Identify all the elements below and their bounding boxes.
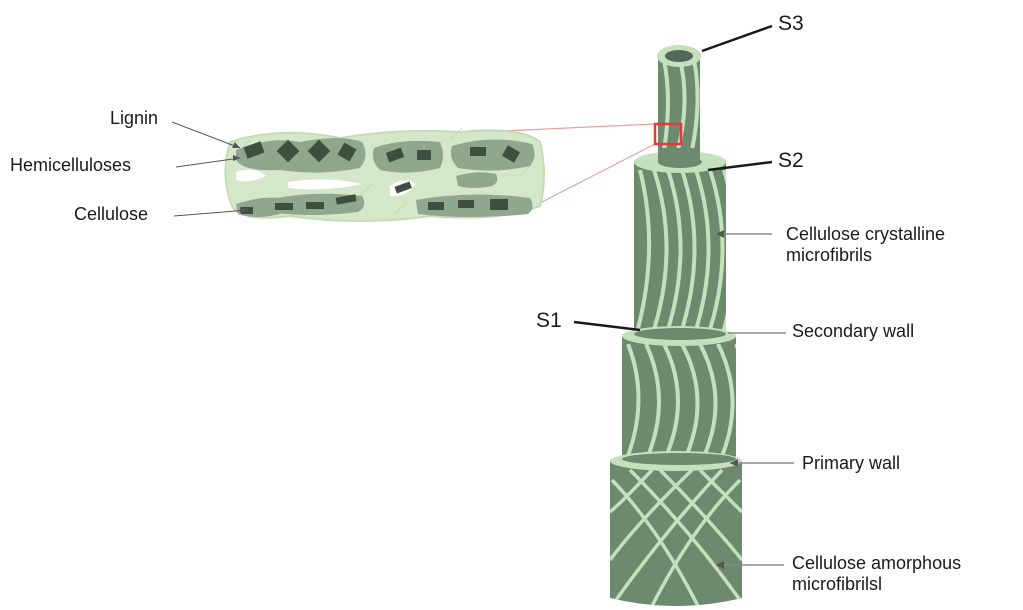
label-secondary-wall: Secondary wall bbox=[792, 321, 914, 342]
label-cellulose: Cellulose bbox=[74, 204, 148, 225]
label-cellulose-amorphous: Cellulose amorphous microfibrilsl bbox=[792, 553, 961, 595]
s2-layer bbox=[634, 148, 736, 336]
label-cellulose-crystalline: Cellulose crystalline microfibrils bbox=[786, 224, 945, 266]
label-primary-wall: Primary wall bbox=[802, 453, 900, 474]
label-hemicelluloses: Hemicelluloses bbox=[10, 155, 131, 176]
s1-layer bbox=[622, 326, 748, 461]
s3-layer bbox=[655, 45, 701, 152]
label-s2: S2 bbox=[778, 149, 804, 173]
label-lignin: Lignin bbox=[110, 108, 158, 129]
label-s3: S3 bbox=[778, 12, 804, 36]
primary-wall-layer bbox=[610, 451, 742, 610]
label-s1: S1 bbox=[536, 309, 562, 333]
